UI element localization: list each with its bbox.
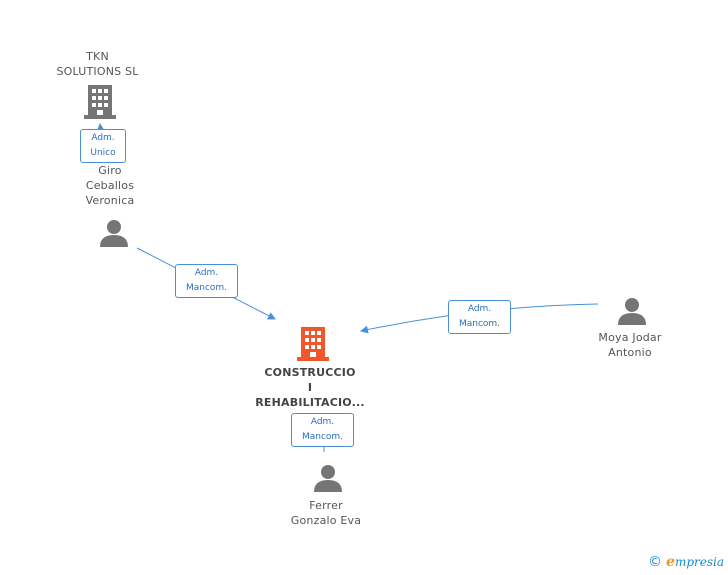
edge-badge-moya-main[interactable]: Adm. Mancom. [448,300,511,334]
edge-badge-line: Adm. [310,417,335,427]
node-label-line: Gonzalo Eva [290,514,362,527]
edge-badge-line: Unico [90,148,116,158]
brand-rest: mpresia [674,555,724,569]
footer-brand: © empresia [648,554,724,570]
node-label-moya[interactable]: Moya Jodar Antonio [580,330,680,360]
node-label-tkn[interactable]: TKN SOLUTIONS SL [40,49,155,79]
node-label-line: TKN [86,50,109,63]
edge-badge-line: Adm. [91,133,115,143]
person-icon-giro[interactable] [100,220,128,247]
edge-badge-line: Adm. [194,268,219,278]
node-label-ferrer[interactable]: Ferrer Gonzalo Eva [276,498,376,528]
edge-badge-line: Mancom. [185,283,228,293]
building-icon-main[interactable] [297,327,329,361]
person-icon-moya[interactable] [618,298,646,325]
brand-initial: e [666,554,675,570]
edge-badge-giro-main[interactable]: Adm. Mancom. [175,264,238,298]
copyright-icon: © [648,554,663,570]
node-label-line: REHABILITACIO... [255,396,365,409]
edge-badge-line: Adm. [467,304,492,314]
edge-badge-line: Mancom. [458,319,501,329]
node-label-line: Veronica [85,194,135,207]
edge-badge-ferrer-main[interactable]: Adm. Mancom. [291,413,354,447]
node-label-line: CONSTRUCCIO [264,366,356,379]
person-icon-ferrer[interactable] [314,465,342,492]
building-icon-tkn[interactable] [84,85,116,119]
node-label-line: Antonio [608,346,652,359]
node-label-main[interactable]: CONSTRUCCIO I REHABILITACIO... [250,365,370,410]
edge-badge-line: Mancom. [301,432,344,442]
brand-logo: empresia [666,554,724,570]
node-label-line: SOLUTIONS SL [56,65,139,78]
edge-badge-giro-tkn[interactable]: Adm. Unico [80,129,126,163]
node-label-line: I [307,381,313,394]
node-label-giro[interactable]: Giro Ceballos Veronica [55,163,165,208]
node-label-line: Moya Jodar [598,331,662,344]
node-label-line: Ferrer [309,499,343,512]
node-label-line: Ceballos [85,179,135,192]
node-label-line: Giro [98,164,122,177]
